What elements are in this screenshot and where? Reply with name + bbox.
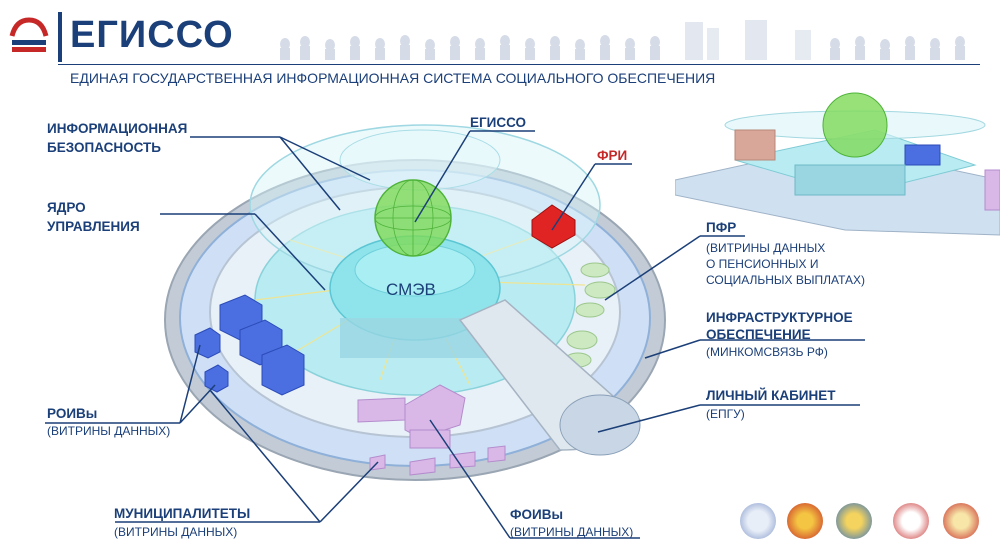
emblem-1-icon xyxy=(740,503,776,539)
label-smev: СМЭВ xyxy=(386,280,436,300)
emblem-5-icon xyxy=(943,503,979,539)
label-foiv-sub: (ВИТРИНЫ ДАННЫХ) xyxy=(510,524,633,540)
label-infra-2: ОБЕСПЕЧЕНИЕ xyxy=(706,325,811,344)
label-infosec-2: БЕЗОПАСНОСТЬ xyxy=(47,138,161,157)
label-core-1: ЯДРО xyxy=(47,198,86,217)
label-pfr: ПФР xyxy=(706,218,736,237)
label-egisso: ЕГИССО xyxy=(470,113,526,132)
label-munic: МУНИЦИПАЛИТЕТЫ xyxy=(114,504,250,523)
label-cabinet: ЛИЧНЫЙ КАБИНЕТ xyxy=(706,386,835,405)
label-roiv: РОИВы xyxy=(47,404,97,423)
label-foiv: ФОИВы xyxy=(510,505,563,524)
emblem-2-icon xyxy=(787,503,823,539)
label-munic-sub: (ВИТРИНЫ ДАННЫХ) xyxy=(114,524,237,540)
emblem-4-icon xyxy=(893,503,929,539)
label-pfr-sub-2: О ПЕНСИОННЫХ И xyxy=(706,256,819,272)
label-pfr-sub-1: (ВИТРИНЫ ДАННЫХ xyxy=(706,240,825,256)
label-cabinet-sub: (ЕПГУ) xyxy=(706,406,745,422)
label-infra-sub: (МИНКОМСВЯЗЬ РФ) xyxy=(706,344,828,360)
label-fri: ФРИ xyxy=(597,146,627,165)
emblem-3-icon xyxy=(836,503,872,539)
label-roiv-sub: (ВИТРИНЫ ДАННЫХ) xyxy=(47,423,170,439)
label-infosec-1: ИНФОРМАЦИОННАЯ xyxy=(47,119,187,138)
label-pfr-sub-3: СОЦИАЛЬНЫХ ВЫПЛАТАХ) xyxy=(706,272,865,288)
label-core-2: УПРАВЛЕНИЯ xyxy=(47,217,140,236)
